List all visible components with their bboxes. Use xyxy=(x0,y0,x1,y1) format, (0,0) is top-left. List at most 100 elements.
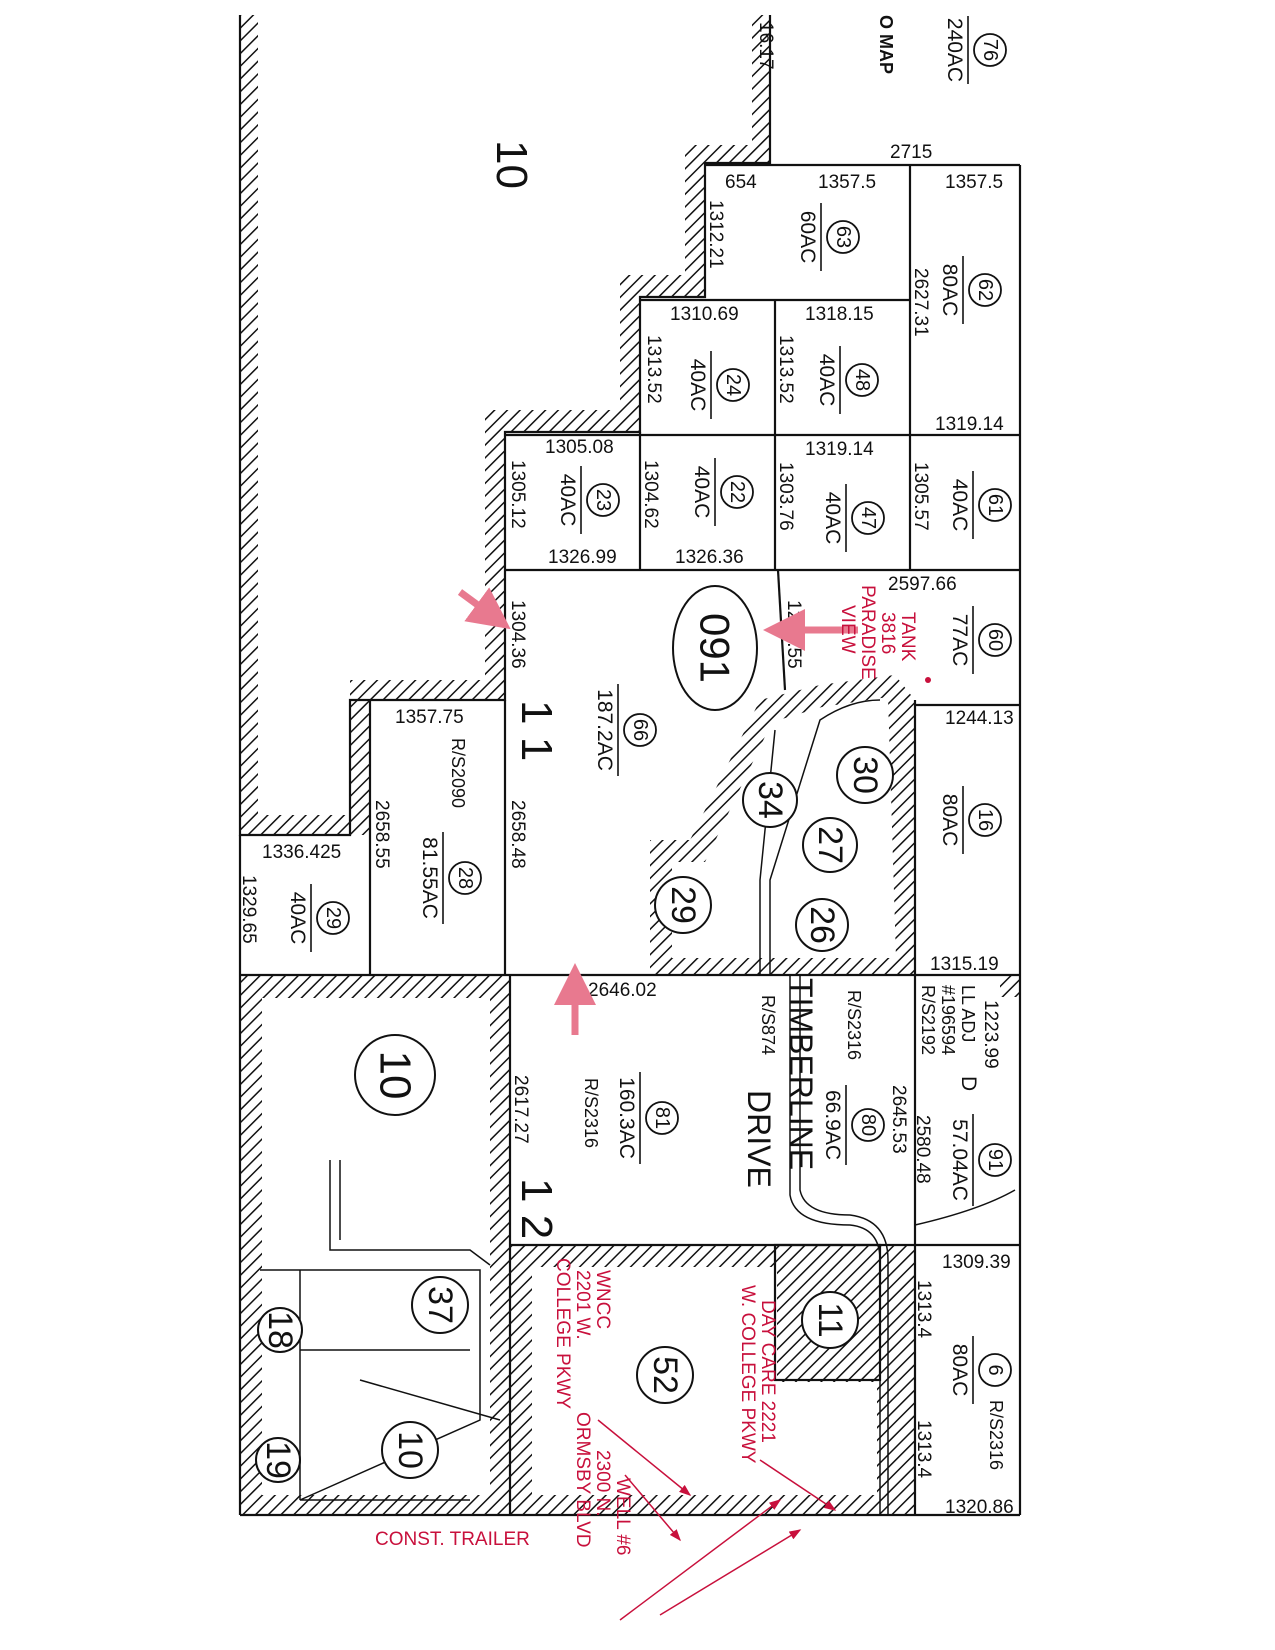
lot-circle xyxy=(801,1291,859,1349)
annotation-well-3: ORMSBY BLVD xyxy=(572,1412,593,1548)
parcel-80[interactable]: 80 66.9AC xyxy=(821,1085,885,1165)
section-label-10: 10 xyxy=(487,140,536,189)
lot-26[interactable]: 26 xyxy=(795,898,849,952)
parcel-16[interactable]: 16 80AC xyxy=(938,786,1002,854)
dimension-label: 1310.69 xyxy=(670,304,739,325)
dimension-label: 1319.14 xyxy=(935,414,1004,435)
dimension-label: 2658.55 xyxy=(371,800,392,869)
dimension-label: 1313.52 xyxy=(643,335,664,404)
parcel-number: 6 xyxy=(984,1364,1006,1375)
dimension-label: 1329.65 xyxy=(238,875,259,944)
dimension-label: 1326.36 xyxy=(675,547,744,568)
parcel-area: 60AC xyxy=(796,211,819,264)
parcel-number: 66 xyxy=(629,719,651,741)
lot-19[interactable]: 19 xyxy=(255,1437,301,1483)
section-circle-label: 10 xyxy=(371,1051,420,1100)
annotation-wncc-1: WNCC xyxy=(592,1270,613,1329)
ll-number-note: #196594 xyxy=(938,985,958,1055)
parcel-number: 62 xyxy=(974,279,996,301)
dimension-label: 1336.425 xyxy=(262,842,341,863)
parcel-62[interactable]: 62 80AC xyxy=(938,256,1002,324)
lot-11[interactable]: 11 xyxy=(801,1291,859,1349)
lot-37[interactable]: 37 xyxy=(411,1276,469,1334)
lot-circle xyxy=(257,1307,303,1353)
dimension-label: 1244.13 xyxy=(945,708,1014,729)
parcel-area: 66.9AC xyxy=(821,1090,844,1160)
parcel-area: 40AC xyxy=(286,892,309,945)
parcel-number-circle xyxy=(623,713,657,747)
annotation-well-1: WELL #6 xyxy=(612,1478,633,1555)
lot-circle xyxy=(836,746,894,804)
dimension-label: 1312.21 xyxy=(705,200,726,269)
lot-18[interactable]: 18 xyxy=(257,1307,303,1353)
parcel-66[interactable]: 66 187.2AC xyxy=(593,684,657,776)
lot-29[interactable]: 29 xyxy=(654,876,712,934)
dimension-label: 1223.99 xyxy=(980,1000,1001,1069)
road-name-timberline: TIMBERLINE xyxy=(783,978,819,1170)
lot-10[interactable]: 10 xyxy=(381,1421,439,1479)
rs2316-80-note: R/S2316 xyxy=(844,990,864,1060)
dimension-label: 1305.57 xyxy=(910,462,931,531)
lot-30[interactable]: 30 xyxy=(836,746,894,804)
lot-number: 27 xyxy=(811,826,849,864)
parcel-area: 40AC xyxy=(815,354,838,407)
parcel-number-circle xyxy=(978,623,1012,657)
dimension-label: 654 xyxy=(725,172,757,193)
dimension-label: 2617.27 xyxy=(510,1075,531,1144)
parcel-number: 80 xyxy=(857,1114,879,1136)
parcel-number-circle xyxy=(845,363,879,397)
dimension-label: 1304.36 xyxy=(507,600,528,669)
parcel-number-circle xyxy=(316,901,350,935)
lot-circle xyxy=(742,772,798,828)
parcel-area: 80AC xyxy=(938,794,961,847)
parcel-number: 60 xyxy=(984,629,1006,651)
parcel-area: 187.2AC xyxy=(593,689,616,771)
parcel-number: 16 xyxy=(974,809,996,831)
lot-circle xyxy=(802,817,858,873)
lot-number: 29 xyxy=(664,886,702,924)
dimension-label: 1291.55 xyxy=(783,600,804,669)
dimension-label: 2658.48 xyxy=(507,800,528,869)
dimension-label: 1313.52 xyxy=(775,335,796,404)
lot-27[interactable]: 27 xyxy=(802,817,858,873)
lot-34[interactable]: 34 xyxy=(742,772,798,828)
lot-circle xyxy=(411,1276,469,1334)
lot-circle xyxy=(795,898,849,952)
dimension-label: 1326.99 xyxy=(548,547,617,568)
annotation-wncc-3: COLLEGE PKWY xyxy=(552,1258,573,1409)
parcel-number: 61 xyxy=(984,494,1006,516)
section-circle xyxy=(354,1034,436,1116)
dimension-label: 2646.02 xyxy=(588,980,657,1001)
parcel-number: 76 xyxy=(979,39,1001,61)
dimension-label: 16.17 xyxy=(755,22,776,70)
parcel-number-circle xyxy=(716,368,750,402)
parcel-area: 80AC xyxy=(938,264,961,317)
map-page-number: 091 xyxy=(692,613,739,683)
map-page-ellipse[interactable] xyxy=(672,585,758,711)
rs2316-81-note: R/S2316 xyxy=(581,1078,601,1148)
parcel-number-circle xyxy=(978,488,1012,522)
parcel-number-circle xyxy=(851,501,885,535)
dimension-label: 1305.12 xyxy=(507,460,528,529)
ll-adj-note: LL ADJ xyxy=(958,985,978,1042)
lot-circle xyxy=(381,1421,439,1479)
annotation-trailer: CONST. TRAILER xyxy=(375,1529,530,1550)
lot-52[interactable]: 52 xyxy=(636,1346,694,1404)
parcel-lines xyxy=(238,15,1022,1517)
parcel-number: 23 xyxy=(592,489,614,511)
